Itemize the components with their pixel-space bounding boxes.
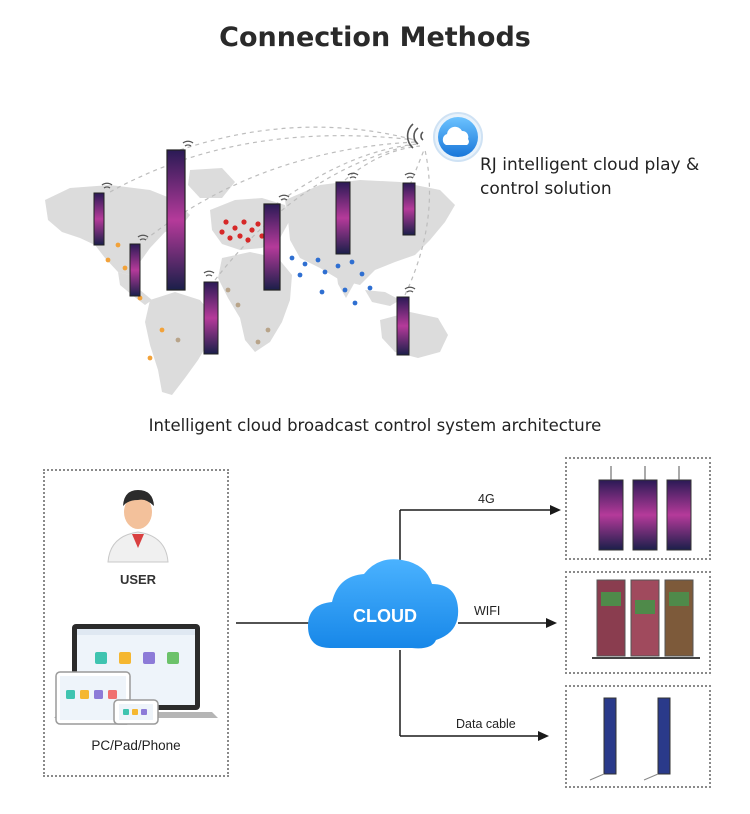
orange-dots [105,242,165,361]
link-label-wifi: WIFI [474,604,501,618]
poster-displays [93,149,416,356]
red-dots [219,219,265,243]
arrowheads [538,505,561,741]
target-4g-box [565,457,711,560]
wifi-icon [101,140,416,293]
connector-lines [236,509,552,737]
poster-trio-wifi [592,579,700,659]
link-label-cable: Data cable [456,717,516,731]
cloud-solution-line1: RJ intelligent cloud play & [480,155,700,175]
devices-label: PC/Pad/Phone [91,738,181,753]
phone-icon [113,699,159,725]
blue-dots [289,255,373,306]
user-devices-box [43,469,229,777]
poster-trio-4g [598,466,692,551]
target-cable-box [565,685,711,788]
cloud-solution-line2: control solution [480,179,612,199]
page-title: Connection Methods [219,22,531,53]
user-avatar-icon [107,490,169,563]
cloud-shape [308,559,459,649]
cloud-label: CLOUD [353,606,417,626]
architecture-subtitle: Intelligent cloud broadcast control syst… [148,416,602,435]
cloud-icon [406,112,483,162]
cloud-solution-text: RJ intelligent cloud play & control solu… [480,153,699,201]
link-label-4g: 4G [478,492,495,506]
poster-pair-cable [589,697,671,781]
tan-dots [175,287,271,345]
target-wifi-box [565,571,711,674]
user-label: USER [119,572,157,587]
